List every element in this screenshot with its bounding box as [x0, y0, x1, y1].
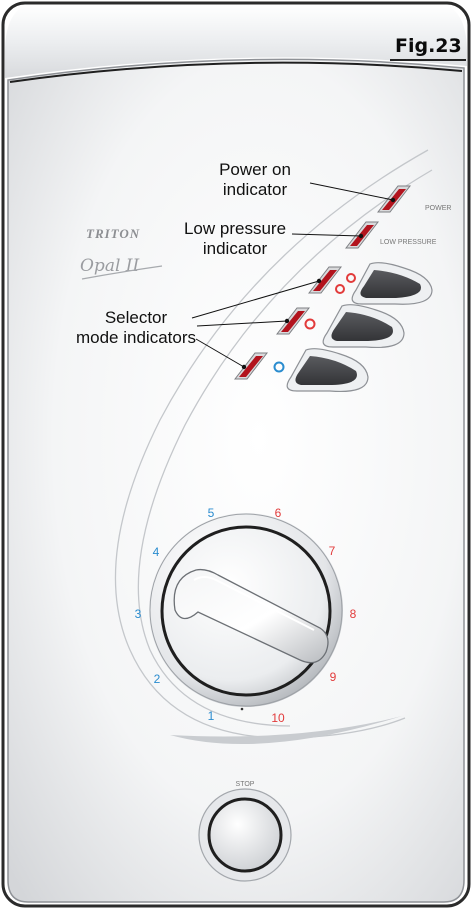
- figure-label: Fig.23: [395, 35, 462, 57]
- power-callout-line2: indicator: [223, 180, 288, 199]
- selector-button-medium[interactable]: [322, 304, 405, 349]
- low-pressure-callout-line1: Low pressure: [184, 219, 286, 238]
- dial-number-4: 4: [153, 545, 160, 559]
- dial-pointer-dot: [240, 707, 244, 711]
- high-heat-symbol: [335, 273, 356, 294]
- selector-indicator-medium: [275, 307, 311, 335]
- callout-dots: [241, 197, 396, 370]
- brand-logo: TRITON: [86, 226, 140, 241]
- dial-number-3: 3: [135, 607, 142, 621]
- temperature-dial[interactable]: [149, 513, 343, 711]
- dial-number-6: 6: [275, 506, 282, 520]
- top-cap: [5, 5, 467, 78]
- stop-button[interactable]: [198, 788, 292, 882]
- stop-label: STOP: [236, 781, 255, 788]
- unit-body: [7, 58, 465, 903]
- cold-symbol: [273, 361, 285, 373]
- dial-number-1: 1: [208, 709, 215, 723]
- selector-indicator-cold: [233, 352, 269, 380]
- power-callout-line1: Power on: [219, 160, 291, 179]
- medium-heat-symbol: [304, 318, 316, 330]
- low-pressure-callout-line2: indicator: [203, 239, 268, 258]
- dial-number-9: 9: [330, 670, 337, 684]
- dial-number-8: 8: [350, 607, 357, 621]
- callout-leaders: [191, 182, 394, 368]
- selector-button-cold[interactable]: [286, 348, 369, 393]
- selector-callout-line1: Selector: [105, 308, 168, 327]
- selector-callout-line2: mode indicators: [76, 328, 196, 347]
- dial-number-10: 10: [271, 711, 285, 725]
- selector-button-high[interactable]: [351, 262, 433, 305]
- dial-handle[interactable]: [173, 568, 329, 664]
- dial-number-2: 2: [154, 672, 161, 686]
- low-pressure-label: LOW PRESSURE: [380, 239, 437, 246]
- model-logo: Opal II: [80, 256, 140, 276]
- dial-number-7: 7: [329, 544, 336, 558]
- power-label: POWER: [425, 205, 451, 212]
- selector-indicator-high: [307, 266, 343, 294]
- dial-number-5: 5: [208, 506, 215, 520]
